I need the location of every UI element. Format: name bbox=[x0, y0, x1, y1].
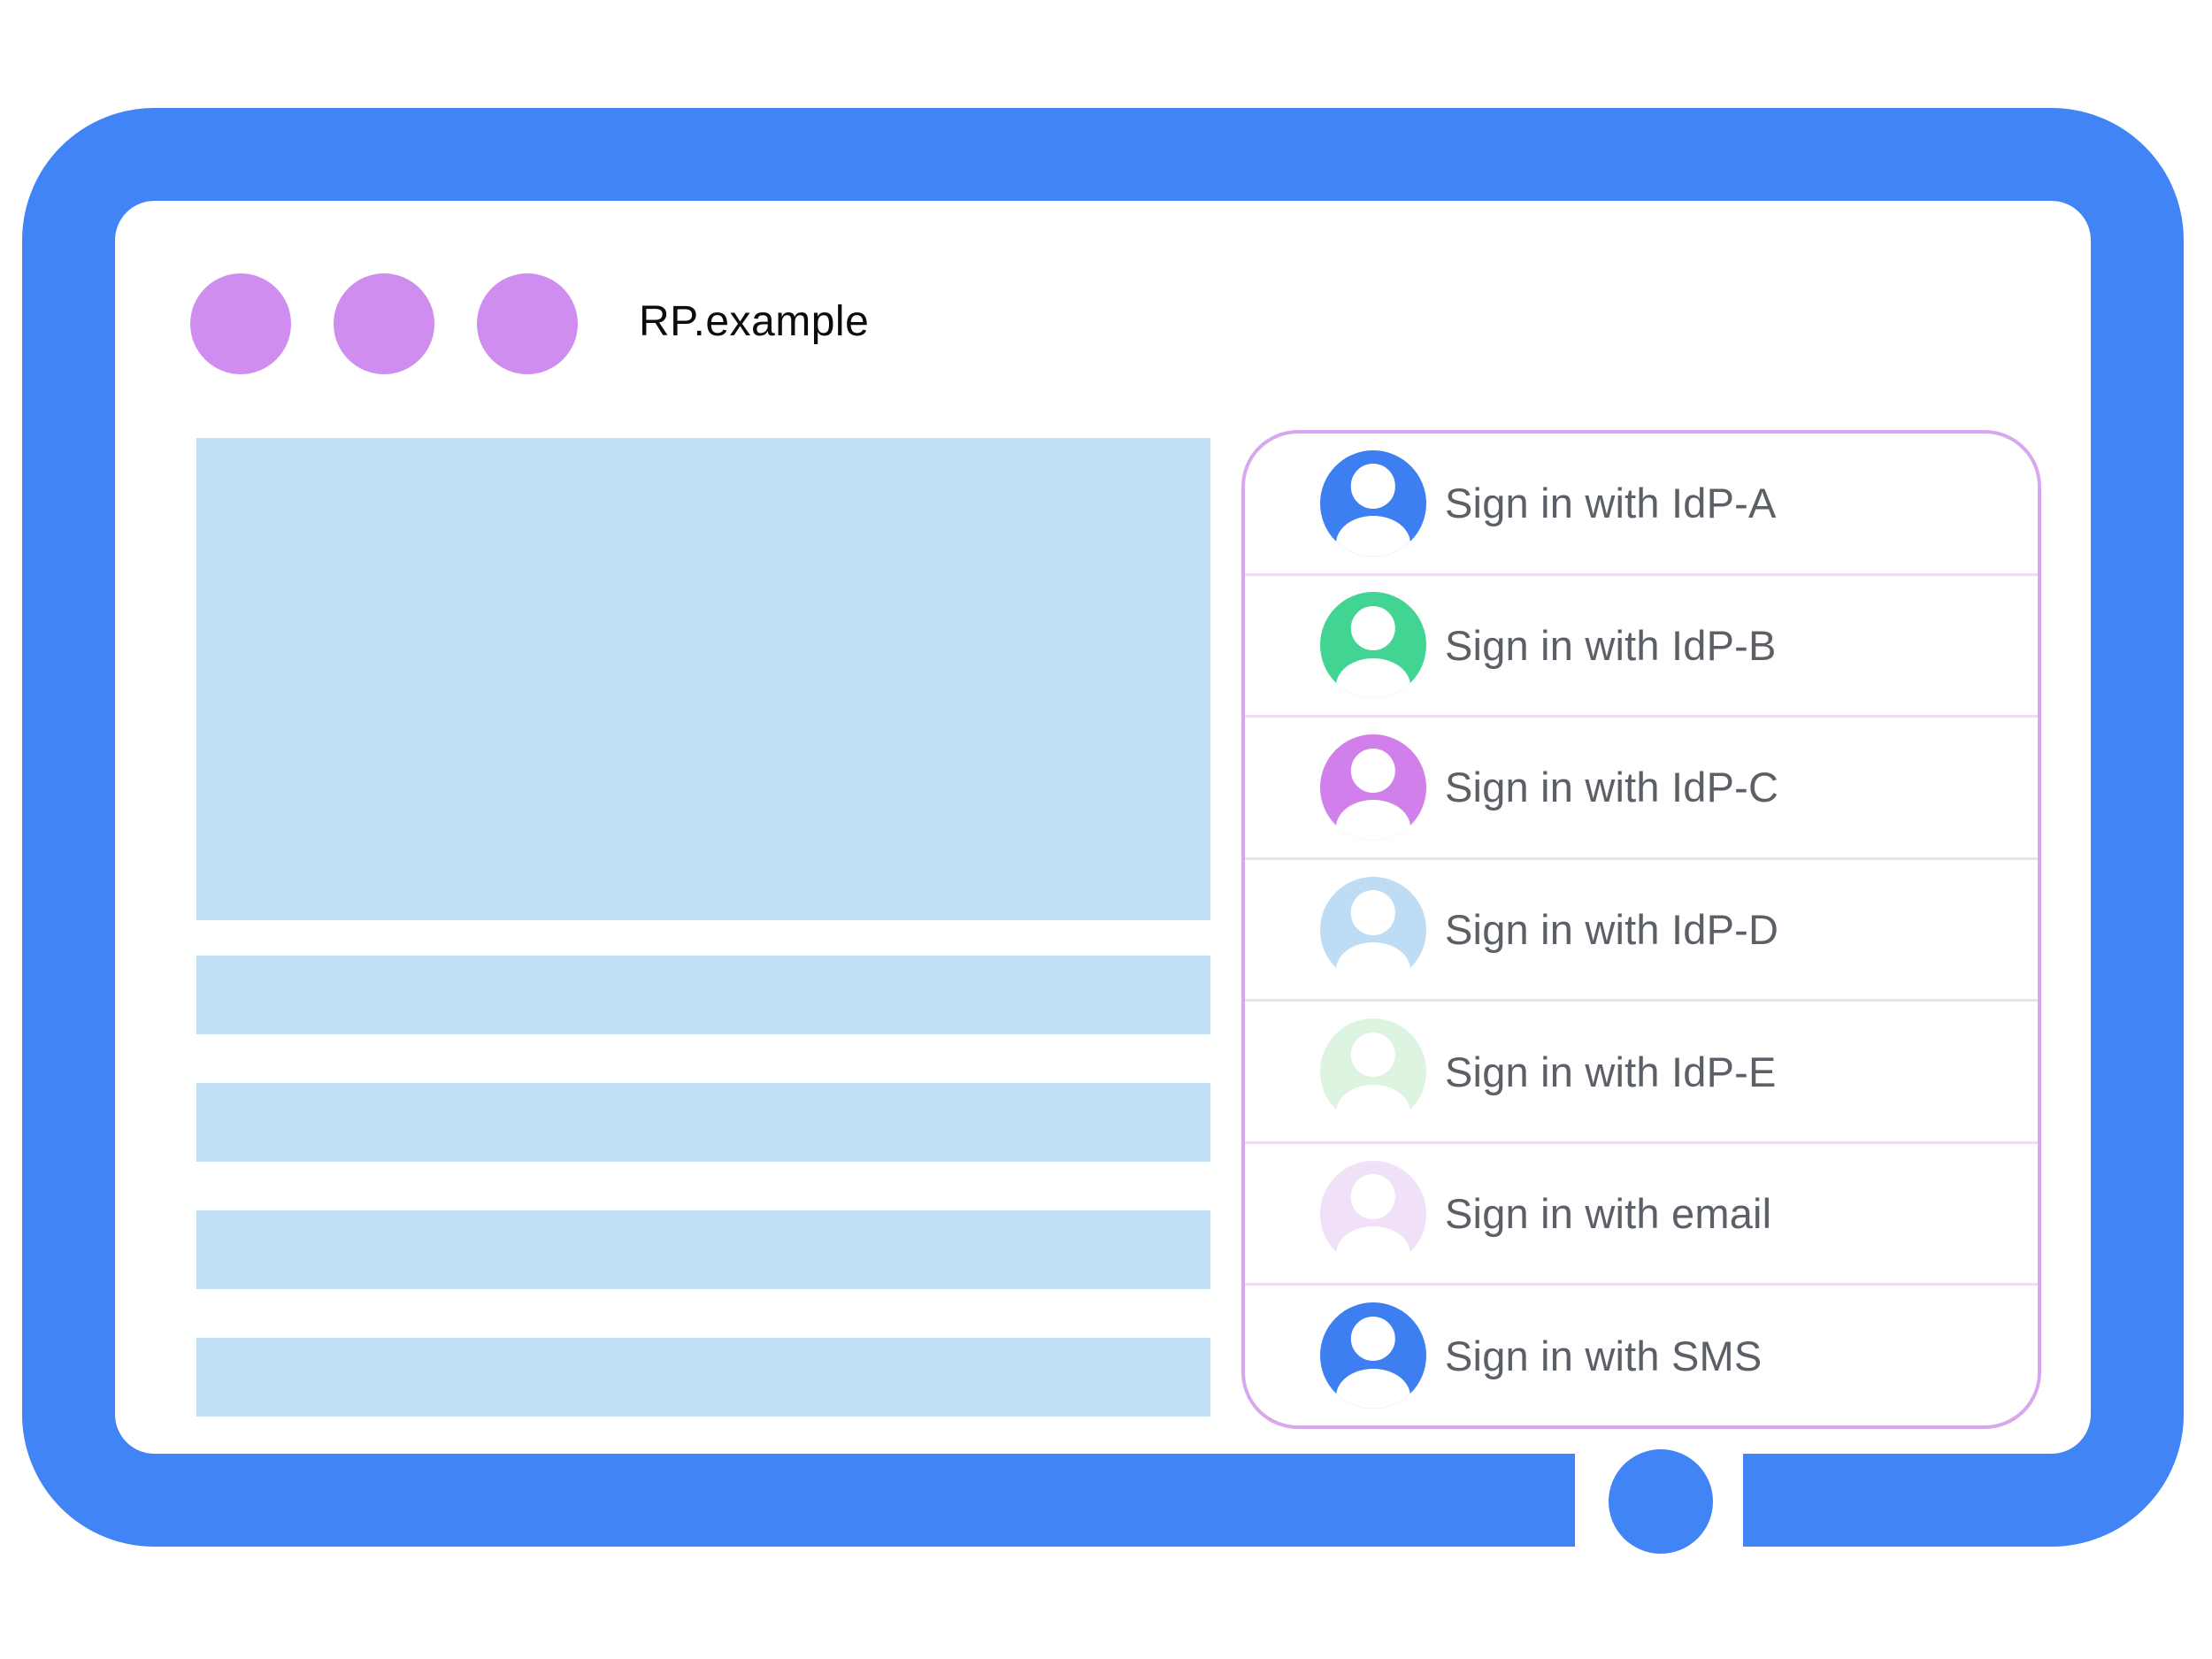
signin-option-5[interactable]: Sign in with IdP-E bbox=[1245, 1002, 2038, 1144]
user-avatar-icon bbox=[1320, 1018, 1426, 1125]
avatar-body bbox=[1336, 1084, 1410, 1125]
signin-option-4[interactable]: Sign in with IdP-D bbox=[1245, 860, 2038, 1002]
window-control-dot-3[interactable] bbox=[477, 273, 578, 374]
signin-option-2[interactable]: Sign in with IdP-B bbox=[1245, 576, 2038, 718]
content-placeholder-line2 bbox=[196, 1083, 1210, 1162]
signin-option-label: Sign in with email bbox=[1445, 1190, 1772, 1238]
content-placeholder-hero bbox=[196, 438, 1210, 920]
avatar-body bbox=[1336, 1226, 1410, 1267]
avatar-head bbox=[1350, 890, 1396, 935]
signin-option-1[interactable]: Sign in with IdP-A bbox=[1245, 434, 2038, 576]
signin-option-label: Sign in with IdP-A bbox=[1445, 480, 1777, 527]
signin-option-label: Sign in with IdP-B bbox=[1445, 621, 1777, 669]
avatar-body bbox=[1336, 800, 1410, 841]
signin-option-label: Sign in with IdP-E bbox=[1445, 1048, 1777, 1095]
avatar-body bbox=[1336, 657, 1410, 699]
signin-option-7[interactable]: Sign in with SMS bbox=[1245, 1286, 2038, 1425]
frame-border bbox=[22, 108, 2184, 1547]
content-placeholder-line4 bbox=[196, 1338, 1210, 1417]
user-avatar-icon bbox=[1320, 733, 1426, 841]
signin-option-label: Sign in with SMS bbox=[1445, 1332, 1763, 1379]
avatar-body bbox=[1336, 516, 1410, 557]
signin-option-label: Sign in with IdP-C bbox=[1445, 764, 1779, 811]
home-button-icon bbox=[1609, 1449, 1713, 1554]
user-avatar-icon bbox=[1320, 876, 1426, 983]
avatar-head bbox=[1350, 1032, 1396, 1078]
avatar-head bbox=[1350, 1316, 1396, 1362]
user-avatar-icon bbox=[1320, 592, 1426, 699]
user-avatar-icon bbox=[1320, 1302, 1426, 1409]
signin-option-3[interactable]: Sign in with IdP-C bbox=[1245, 718, 2038, 860]
avatar-head bbox=[1350, 605, 1396, 651]
account-chooser-panel: Sign in with IdP-A Sign in with IdP-B Si… bbox=[1241, 430, 2041, 1429]
page-title: RP.example bbox=[639, 298, 870, 345]
window-control-dot-1[interactable] bbox=[190, 273, 291, 374]
signin-option-label: Sign in with IdP-D bbox=[1445, 906, 1779, 954]
user-avatar-icon bbox=[1320, 1160, 1426, 1267]
avatar-head bbox=[1350, 748, 1396, 793]
content-placeholder-line1 bbox=[196, 956, 1210, 1034]
avatar-head bbox=[1350, 1174, 1396, 1219]
avatar-head bbox=[1350, 464, 1396, 509]
bottom-bar-left-cap bbox=[1438, 1455, 1575, 1547]
content-placeholder-line3 bbox=[196, 1210, 1210, 1289]
bottom-bar-right-cap bbox=[1743, 1455, 1885, 1547]
avatar-body bbox=[1336, 1368, 1410, 1409]
avatar-body bbox=[1336, 941, 1410, 983]
window-control-dot-2[interactable] bbox=[334, 273, 434, 374]
user-avatar-icon bbox=[1320, 449, 1426, 557]
signin-option-6[interactable]: Sign in with email bbox=[1245, 1144, 2038, 1286]
